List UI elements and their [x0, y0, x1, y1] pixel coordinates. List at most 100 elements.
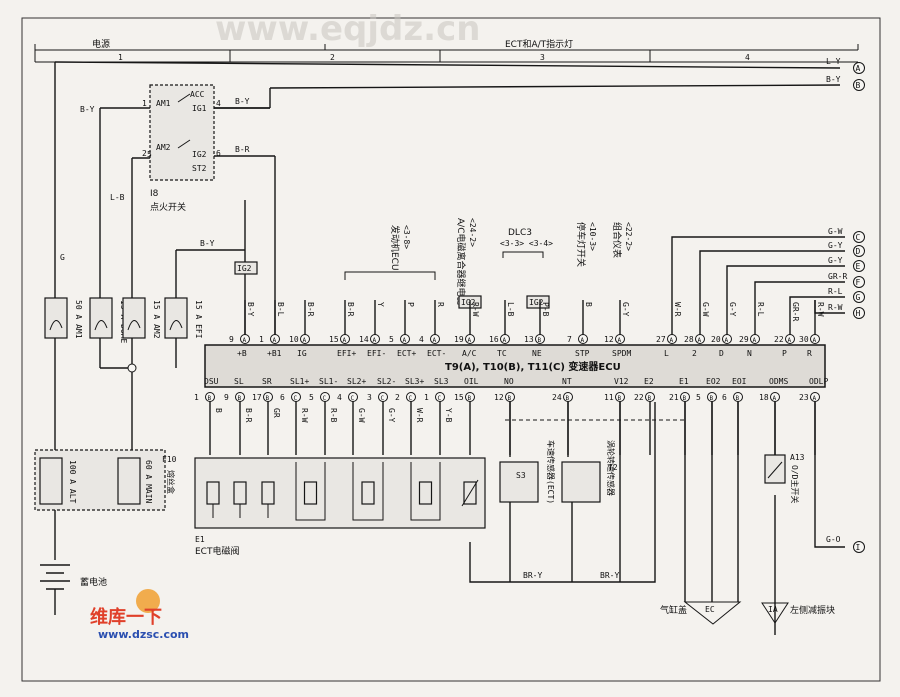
- ref-combo-meter-sub: <22-2>: [624, 222, 633, 251]
- solenoid-coil: [418, 481, 433, 505]
- ecu-bottom-pin-conn: B: [566, 395, 570, 402]
- ecu-bottom-pin-num: 11: [604, 393, 614, 402]
- ecu-bottom-pin-conn: B: [468, 395, 472, 402]
- ref-dlc3-sub: <3-3> <3-4>: [500, 239, 553, 248]
- ignition-pin-1: 1: [142, 99, 147, 108]
- transmission-ecu: T9(A), T10(B), T11(C) 变速器ECU A9+BB-YA1+B…: [194, 300, 828, 455]
- ecu-bottom-pin-num: 1: [424, 393, 429, 402]
- wire-label: L-B: [110, 193, 125, 202]
- ref-ac-relay-sub: <24-2>: [468, 218, 477, 247]
- battery: 蓄电池: [40, 564, 107, 615]
- speed-sensor: S3 车速传感器(ECT): [499, 440, 556, 504]
- ecu-top-pin-name: EFI-: [367, 349, 386, 358]
- ignition-switch: AM1 AM2 ACC IG1 IG2 ST2 4 6 1 2 5 B-R I8…: [142, 84, 275, 213]
- header-col-4: 4: [745, 53, 750, 62]
- ecu-bottom-pin-num: 22: [634, 393, 644, 402]
- ecu-top-pin-conn: A: [753, 337, 757, 344]
- solenoid-coil: [261, 481, 275, 505]
- wire-label: G-Y: [728, 302, 737, 317]
- ecu-bottom-pin-num: 2: [395, 393, 400, 402]
- ref-stop-lamp: 停车灯开关: [575, 222, 587, 267]
- right-terminal: H: [853, 307, 865, 319]
- wire-label: W-R: [415, 408, 424, 423]
- header-section-power: 电源: [92, 38, 110, 50]
- ecu-bottom-pin-conn: B: [208, 395, 212, 402]
- ecu-bottom-pin-name: SR: [262, 377, 272, 386]
- ecu-top-pin-num: 22: [774, 335, 784, 344]
- ecu-bottom-pin-num: 6: [280, 393, 285, 402]
- wire-label: Y-B: [444, 408, 453, 423]
- wire-label: B: [214, 408, 223, 413]
- ecu-bottom-pin-conn: A: [773, 395, 777, 402]
- ecu-bottom-pin-name: SL1-: [319, 377, 338, 386]
- ecu-bottom-pin-conn: C: [351, 395, 355, 402]
- right-terminal-id: B: [856, 81, 861, 90]
- wire-label: B-Y: [826, 75, 841, 84]
- wire-label: G-W: [701, 302, 710, 317]
- ecu-top-pin-name: R: [807, 349, 812, 358]
- ecu-top-pin-num: 29: [739, 335, 749, 344]
- wire-label: R-W: [471, 302, 480, 317]
- wire-label: G-Y: [387, 408, 396, 423]
- ecu-bottom-pin-name: ODLP: [809, 377, 828, 386]
- wire-label: B-Y: [80, 105, 95, 114]
- header-col-2: 2: [330, 53, 335, 62]
- sensor-t2-label: 涡轮转速传感器: [606, 440, 616, 496]
- ecu-bottom-pin-num: 9: [224, 393, 229, 402]
- ecu-top-pin-num: 28: [684, 335, 694, 344]
- ecu-bottom-pin: SL2-C3: [367, 377, 396, 455]
- ignition-am1: AM1: [156, 99, 171, 108]
- ecu-bottom-pin-num: 5: [696, 393, 701, 402]
- ecu-bottom-pin-conn: B: [618, 395, 622, 402]
- sensor-s3-id: S3: [516, 471, 526, 480]
- ground-ec-label: 气缸盖: [660, 604, 687, 616]
- wire-label: GR-R: [791, 302, 800, 321]
- wire-label: B-R: [235, 145, 250, 154]
- ignition-label: 点火开关: [150, 201, 186, 213]
- right-terminal-id: D: [856, 247, 861, 256]
- ecu-top-pin-num: 20: [711, 335, 721, 344]
- svg-text:15 A EFI: 15 A EFI: [194, 300, 203, 339]
- ecu-top-pin: A9+BB-Y: [229, 300, 255, 358]
- ecu-top-pin-num: 12: [604, 335, 614, 344]
- wire-label: B-R: [346, 302, 355, 317]
- wire-label: B-R: [306, 302, 315, 317]
- ecu-top-pin-conn: A: [698, 337, 702, 344]
- ignition-st2: ST2: [192, 164, 207, 173]
- ref-dlc3: DLC3: [508, 228, 532, 238]
- ecu-bottom-pin-num: 5: [309, 393, 314, 402]
- ecu-top-pin-name: P: [782, 349, 787, 358]
- fusible-link-id: F10: [162, 455, 177, 464]
- bottom-wiring: BR-Y BR-Y G-O: [469, 402, 845, 635]
- ecu-top-pin-num: 4: [419, 335, 424, 344]
- ecu-top-pin-name: NE: [532, 349, 542, 358]
- wire-label: B-L: [276, 302, 285, 317]
- ecu-bottom-pin-name: EOI: [732, 377, 747, 386]
- ecu-top-pin-name: L: [664, 349, 669, 358]
- right-terminal-id: F: [856, 278, 861, 287]
- ecu-top-pin-num: 1: [259, 335, 264, 344]
- frame: [21, 17, 881, 682]
- wire-label: L-B: [506, 302, 515, 317]
- ecu-top-pin-name: D: [719, 349, 724, 358]
- solenoid-id: E1: [195, 535, 205, 544]
- solenoid-coil: [303, 481, 318, 505]
- battery-label: 蓄电池: [80, 576, 107, 588]
- ecu-bottom-pin-num: 21: [669, 393, 679, 402]
- wire-label: BR-Y: [523, 571, 542, 580]
- wire-label: P-B: [541, 302, 550, 317]
- ecu-bottom-pin-conn: B: [266, 395, 270, 402]
- ecu-bottom-pin-conn: B: [710, 395, 714, 402]
- ecu-bottom-pin-name: E1: [679, 377, 689, 386]
- ecu-bottom-pin-conn: C: [323, 395, 327, 402]
- connector-ig2: IG2: [237, 264, 252, 273]
- solenoid-coil: [233, 481, 247, 505]
- solenoid-coil: [361, 481, 375, 505]
- svg-text:15 A AM2: 15 A AM2: [152, 300, 161, 339]
